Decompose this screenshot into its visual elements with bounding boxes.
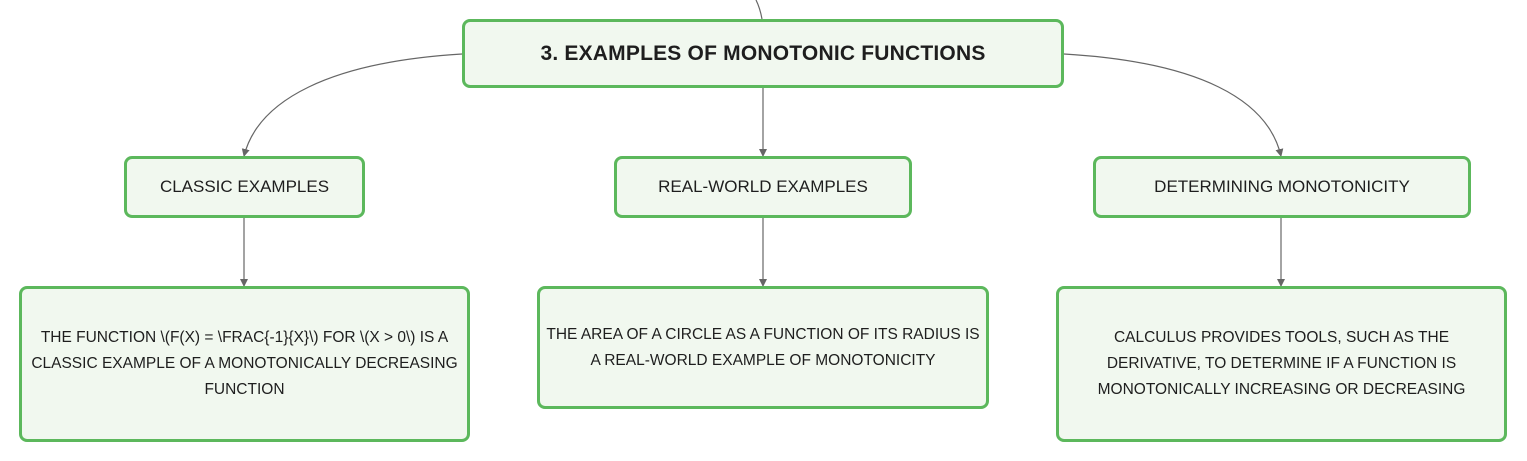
- connector-root-to-classic: [241, 53, 463, 157]
- branch-node-classic-examples[interactable]: CLASSIC EXAMPLES: [124, 156, 365, 218]
- detail-text-determining-monotonicity: CALCULUS PROVIDES TOOLS, SUCH AS THE DER…: [1097, 329, 1466, 398]
- branch-label-classic-examples: CLASSIC EXAMPLES: [159, 177, 330, 196]
- detail-text-real-world-examples: THE AREA OF A CIRCLE AS A FUNCTION OF IT…: [546, 325, 980, 369]
- root-topic-node[interactable]: 3. EXAMPLES OF MONOTONIC FUNCTIONS: [462, 19, 1064, 88]
- detail-text-classic-examples: THE FUNCTION \(F(X) = \FRAC{-1}{X}\) FOR…: [31, 329, 458, 398]
- branch-label-determining-monotonicity: DETERMINING MONOTONICITY: [1154, 177, 1410, 196]
- branch-node-real-world-examples[interactable]: REAL-WORLD EXAMPLES: [614, 156, 912, 218]
- connector-root-to-determine: [1063, 53, 1284, 157]
- detail-node-determining-monotonicity[interactable]: CALCULUS PROVIDES TOOLS, SUCH AS THE DER…: [1056, 286, 1507, 442]
- detail-node-real-world-examples[interactable]: THE AREA OF A CIRCLE AS A FUNCTION OF IT…: [537, 286, 989, 409]
- branch-node-determining-monotonicity[interactable]: DETERMINING MONOTONICITY: [1093, 156, 1471, 218]
- branch-label-real-world-examples: REAL-WORLD EXAMPLES: [658, 177, 868, 196]
- root-topic-label: 3. EXAMPLES OF MONOTONIC FUNCTIONS: [540, 41, 986, 65]
- connector-from-parent: [755, 0, 763, 20]
- detail-node-classic-examples[interactable]: THE FUNCTION \(F(X) = \FRAC{-1}{X}\) FOR…: [19, 286, 470, 442]
